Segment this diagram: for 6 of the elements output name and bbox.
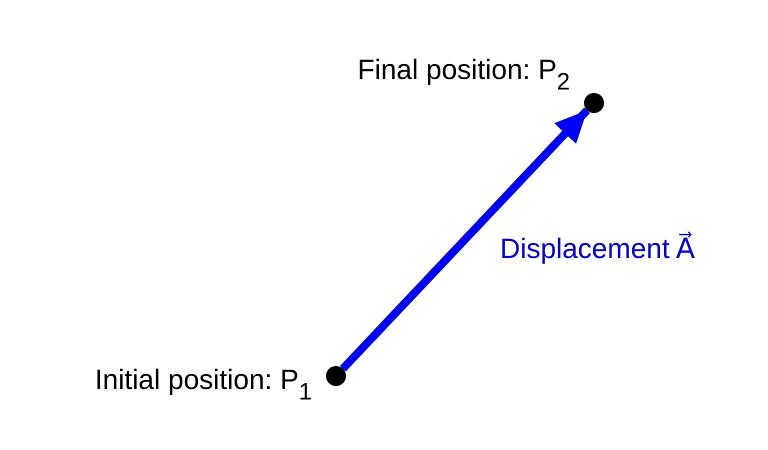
point-label: Final position: P$_{2}$ bbox=[358, 56, 570, 94]
point-dot bbox=[584, 93, 604, 113]
point-label: Initial position: P$_{1}$ bbox=[94, 366, 312, 404]
displacement-arrow bbox=[340, 108, 590, 372]
edge-label: Displacement A⃗ bbox=[500, 232, 696, 266]
point-dot bbox=[326, 366, 346, 386]
